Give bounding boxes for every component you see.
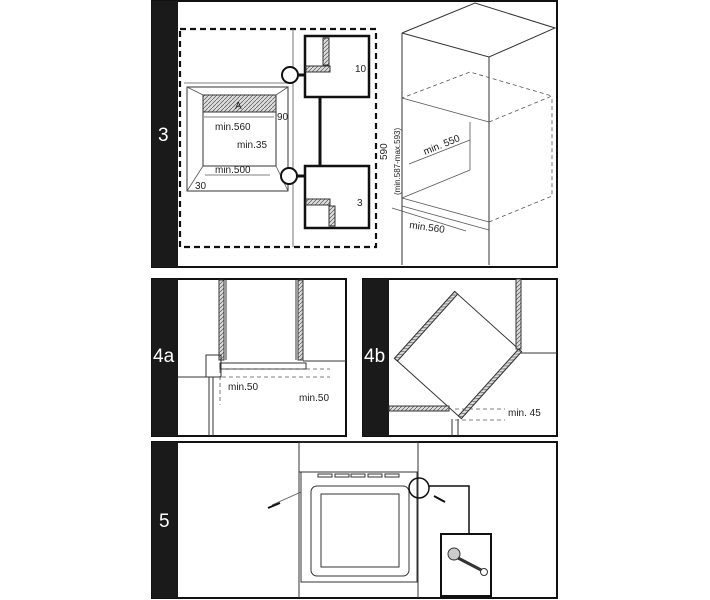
screw-right-icon (433, 495, 446, 503)
step-bar (152, 1, 178, 267)
dim-10: 10 (355, 64, 367, 75)
dim-a: A (235, 101, 242, 112)
anchor-icon (447, 547, 461, 561)
detail-circle (408, 477, 430, 499)
dim-3: 3 (357, 198, 363, 209)
oven-door-window (310, 485, 410, 577)
dim-min50-side: min.50 (228, 382, 258, 393)
oven-front (300, 471, 418, 583)
dim-range: (min.587-max.593) (393, 128, 402, 195)
detail-bottom (303, 164, 371, 230)
step-label: 5 (159, 511, 170, 532)
vent-slots (317, 473, 400, 478)
step-label: 3 (158, 125, 169, 146)
dim-min560-depth: min.560 (409, 220, 446, 236)
panel-5: 5 (151, 441, 558, 599)
dim-min35: min.35 (237, 140, 267, 151)
step-label: 4b (364, 346, 385, 367)
panel-4a: 4a min.50 min.50 (151, 278, 347, 437)
area-a (202, 94, 277, 113)
dim-min45: min. 45 (508, 408, 541, 419)
screw-detail-icon (457, 556, 484, 573)
panel-3: 3 A 90 min.560 min.35 min.500 30 10 3 (151, 0, 558, 268)
screw-left-icon (267, 502, 281, 509)
dim-30: 30 (195, 181, 207, 192)
dim-90: 90 (277, 112, 289, 123)
dim-min560: min.560 (215, 122, 251, 133)
detail-circle-top (281, 66, 299, 84)
screw-detail-box (440, 533, 492, 597)
dim-min50-bottom: min.50 (299, 393, 329, 404)
step-label: 4a (153, 346, 175, 367)
dim-min500: min.500 (215, 165, 251, 176)
detail-circle-bottom (280, 167, 298, 185)
panel-4b: 4b min. 45 (362, 278, 558, 437)
dim-590: 590 (379, 143, 390, 160)
